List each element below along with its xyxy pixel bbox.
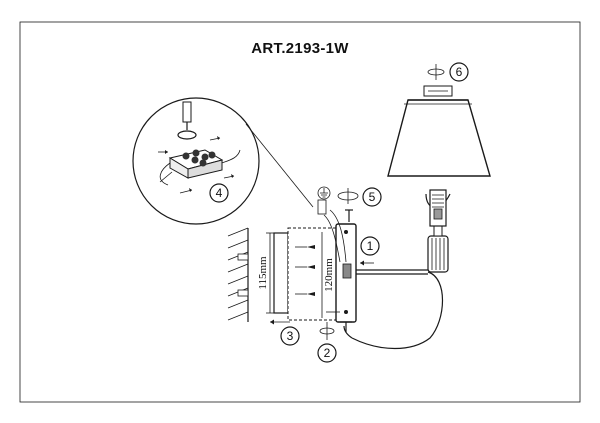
lamp-column: [425, 189, 451, 273]
detail-circle: [132, 97, 260, 225]
step-marker-1: 1: [360, 236, 380, 256]
terminal-block-detail: [132, 97, 314, 225]
step-marker-4: 4: [209, 183, 229, 203]
mounting-plate: [273, 232, 289, 314]
earth-icon: [317, 186, 331, 200]
wire-right: [221, 149, 241, 164]
rotate-arrow-icon: [177, 130, 197, 140]
step-marker-2: 2: [317, 343, 337, 363]
svg-text:6: 6: [456, 65, 463, 79]
lamp-arm: [270, 260, 444, 350]
arm-curve: [351, 271, 444, 350]
shade-body: [387, 99, 491, 177]
lamp-canopy: [317, 186, 357, 332]
svg-text:3: 3: [287, 329, 294, 343]
step-marker-3: 3: [280, 326, 300, 346]
wire-left: [159, 162, 171, 186]
screwdriver-icon: [182, 101, 192, 123]
svg-text:4: 4: [216, 186, 223, 200]
mounting-bracket: 115mm 120mm: [257, 227, 345, 321]
wall: [227, 227, 249, 322]
article-title: ART.2193-1W: [251, 40, 349, 57]
svg-text:1: 1: [367, 239, 374, 253]
lamp-shade: [387, 64, 491, 177]
svg-text:2: 2: [324, 346, 331, 360]
step-marker-5: 5: [362, 187, 382, 207]
dimension-label-115: 115mm: [257, 256, 269, 290]
arm-joint: [342, 263, 352, 279]
supply-wire: [323, 214, 341, 263]
sheet-border: [19, 21, 581, 403]
svg-text:5: 5: [369, 190, 376, 204]
column-collar: [427, 235, 449, 273]
dimension-label-120: 120mm: [323, 258, 335, 292]
detail-leader-line: [245, 123, 314, 208]
step-marker-6: 6: [449, 62, 469, 82]
terminal-block-icon: [168, 149, 224, 179]
wall-hatching: [227, 227, 249, 321]
wire-connector-icon: [317, 199, 327, 215]
